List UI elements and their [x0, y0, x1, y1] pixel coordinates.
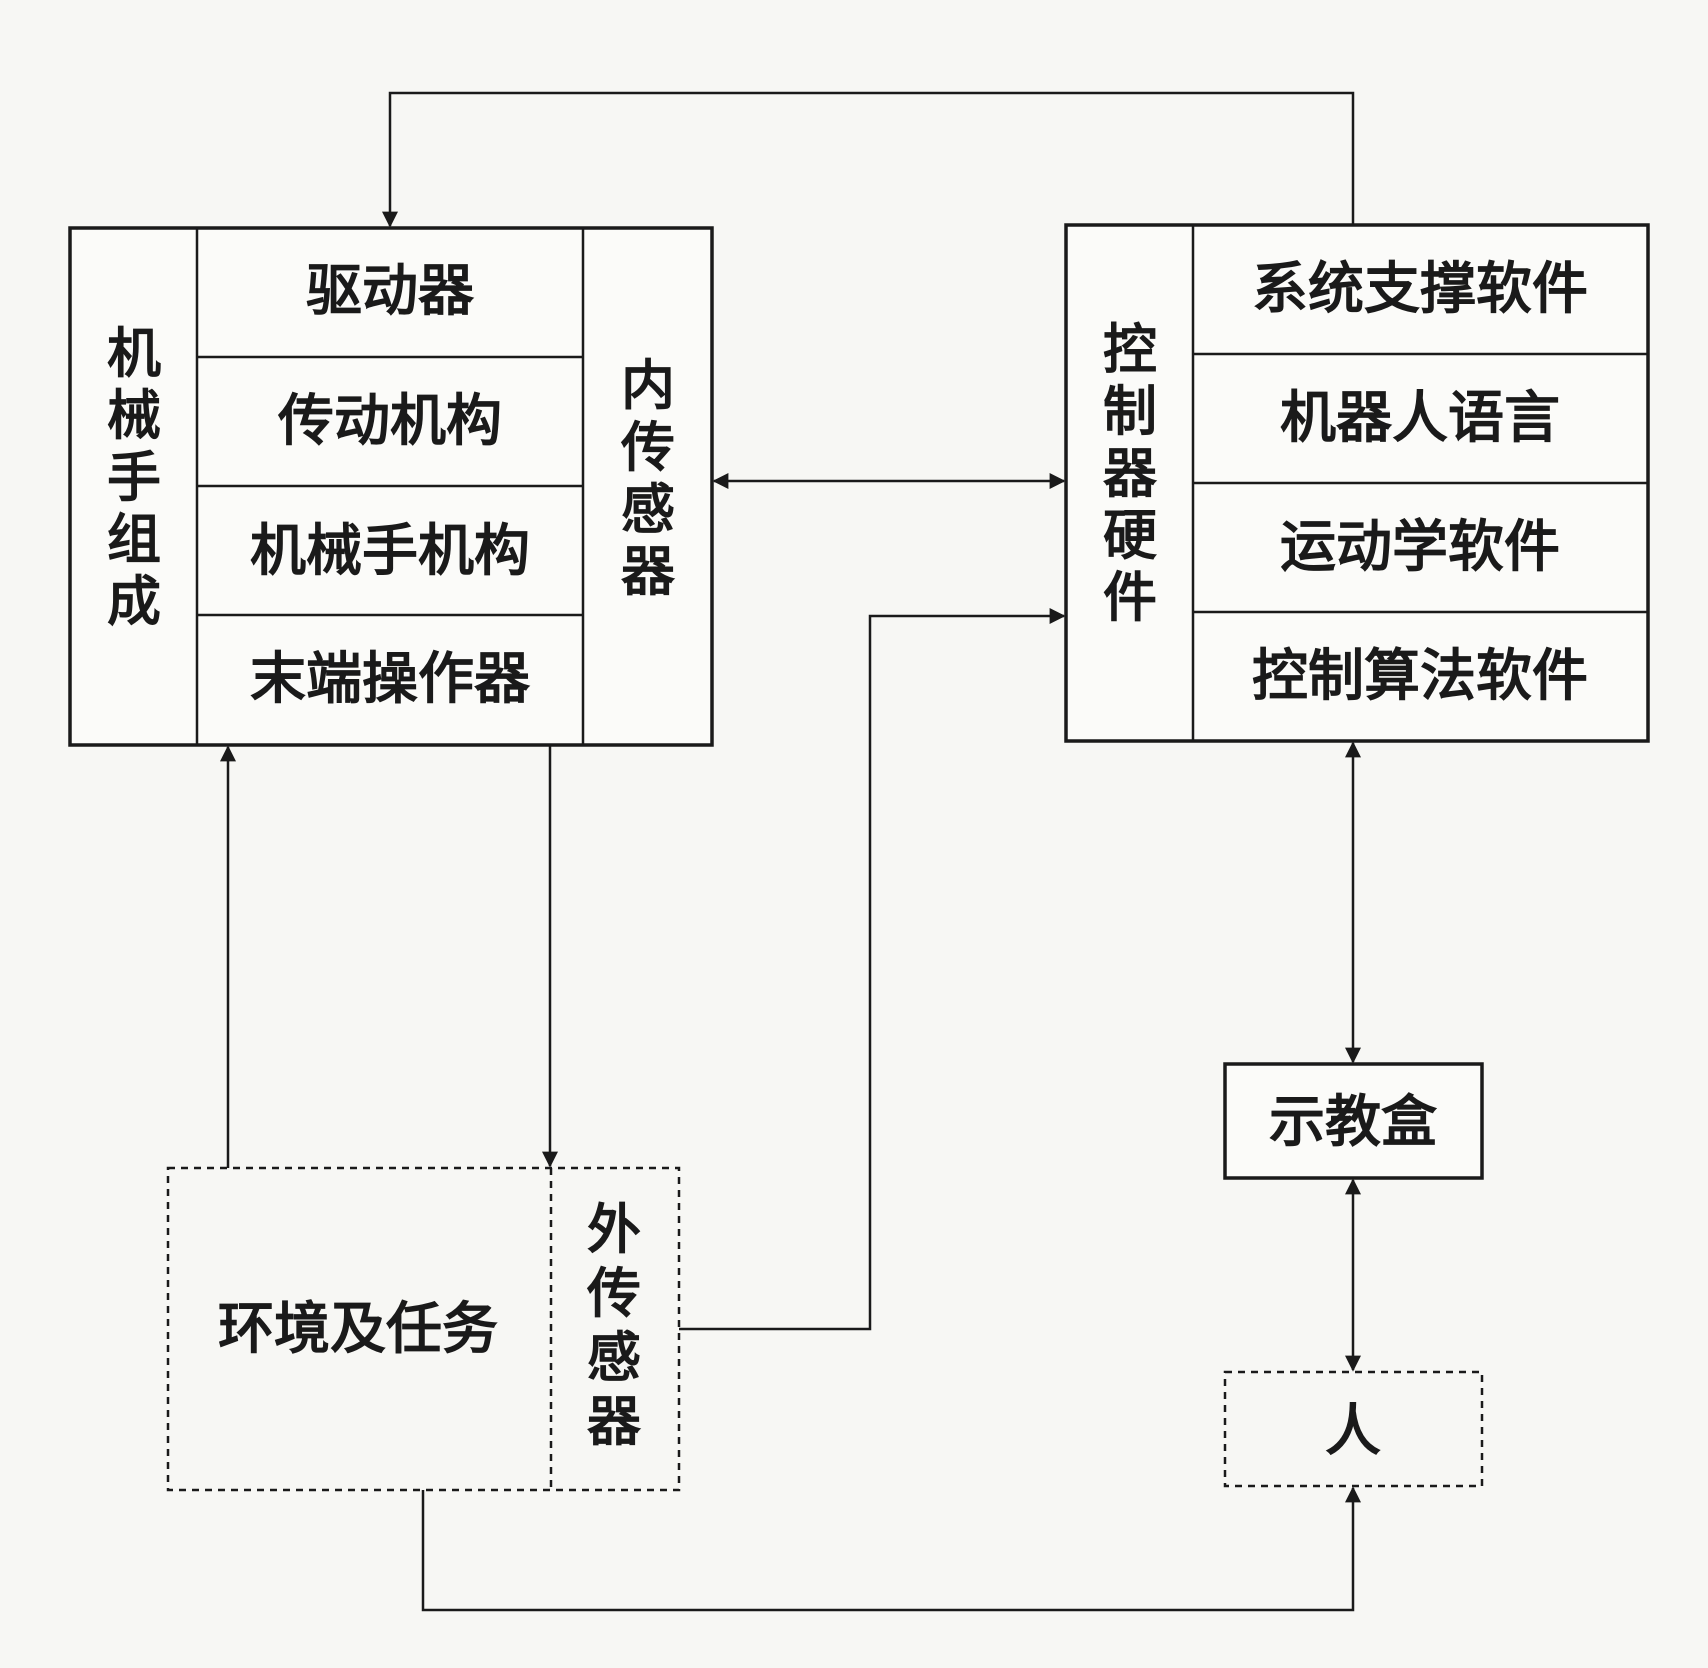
control-algorithm-software-label: 控制算法软件 — [1252, 644, 1588, 709]
end-effector-label: 末端操作器 — [250, 647, 531, 712]
robot-language-label: 机器人语言 — [1280, 386, 1560, 451]
human-label: 人 — [1325, 1399, 1381, 1464]
arrow-environment-to-human — [421, 1486, 1361, 1612]
feedback-arrow-controller-to-driver — [382, 91, 1355, 228]
driver-label: 驱动器 — [306, 259, 475, 324]
environment-block: 环境及任务 外传感器 — [166, 1166, 681, 1492]
arrow-external-sensor-to-controller — [679, 608, 1066, 1331]
manipulator-block: 机械手组成 驱动器 传动机构 机械手机构 末端操作器 内传感器 — [68, 226, 714, 747]
manipulator-composition-label: 机械手组成 — [107, 322, 161, 633]
environment-task-label: 环境及任务 — [218, 1297, 498, 1362]
internal-sensor-label: 内传感器 — [620, 354, 676, 603]
kinematics-software-label: 运动学软件 — [1280, 515, 1560, 580]
external-sensor-label: 外传感器 — [586, 1198, 642, 1453]
teach-pendant-block: 示教盒 — [1223, 1062, 1484, 1180]
manipulator-mechanism-label: 机械手机构 — [250, 519, 530, 584]
controller-block: 控制器硬件 系统支撑软件 机器人语言 运动学软件 控制算法软件 — [1064, 223, 1650, 743]
system-support-software-label: 系统支撑软件 — [1252, 257, 1588, 322]
teach-pendant-label: 示教盒 — [1269, 1090, 1438, 1155]
transmission-mechanism-label: 传动机构 — [277, 389, 502, 454]
human-block: 人 — [1223, 1370, 1484, 1488]
controller-hardware-label: 控制器硬件 — [1103, 318, 1158, 629]
